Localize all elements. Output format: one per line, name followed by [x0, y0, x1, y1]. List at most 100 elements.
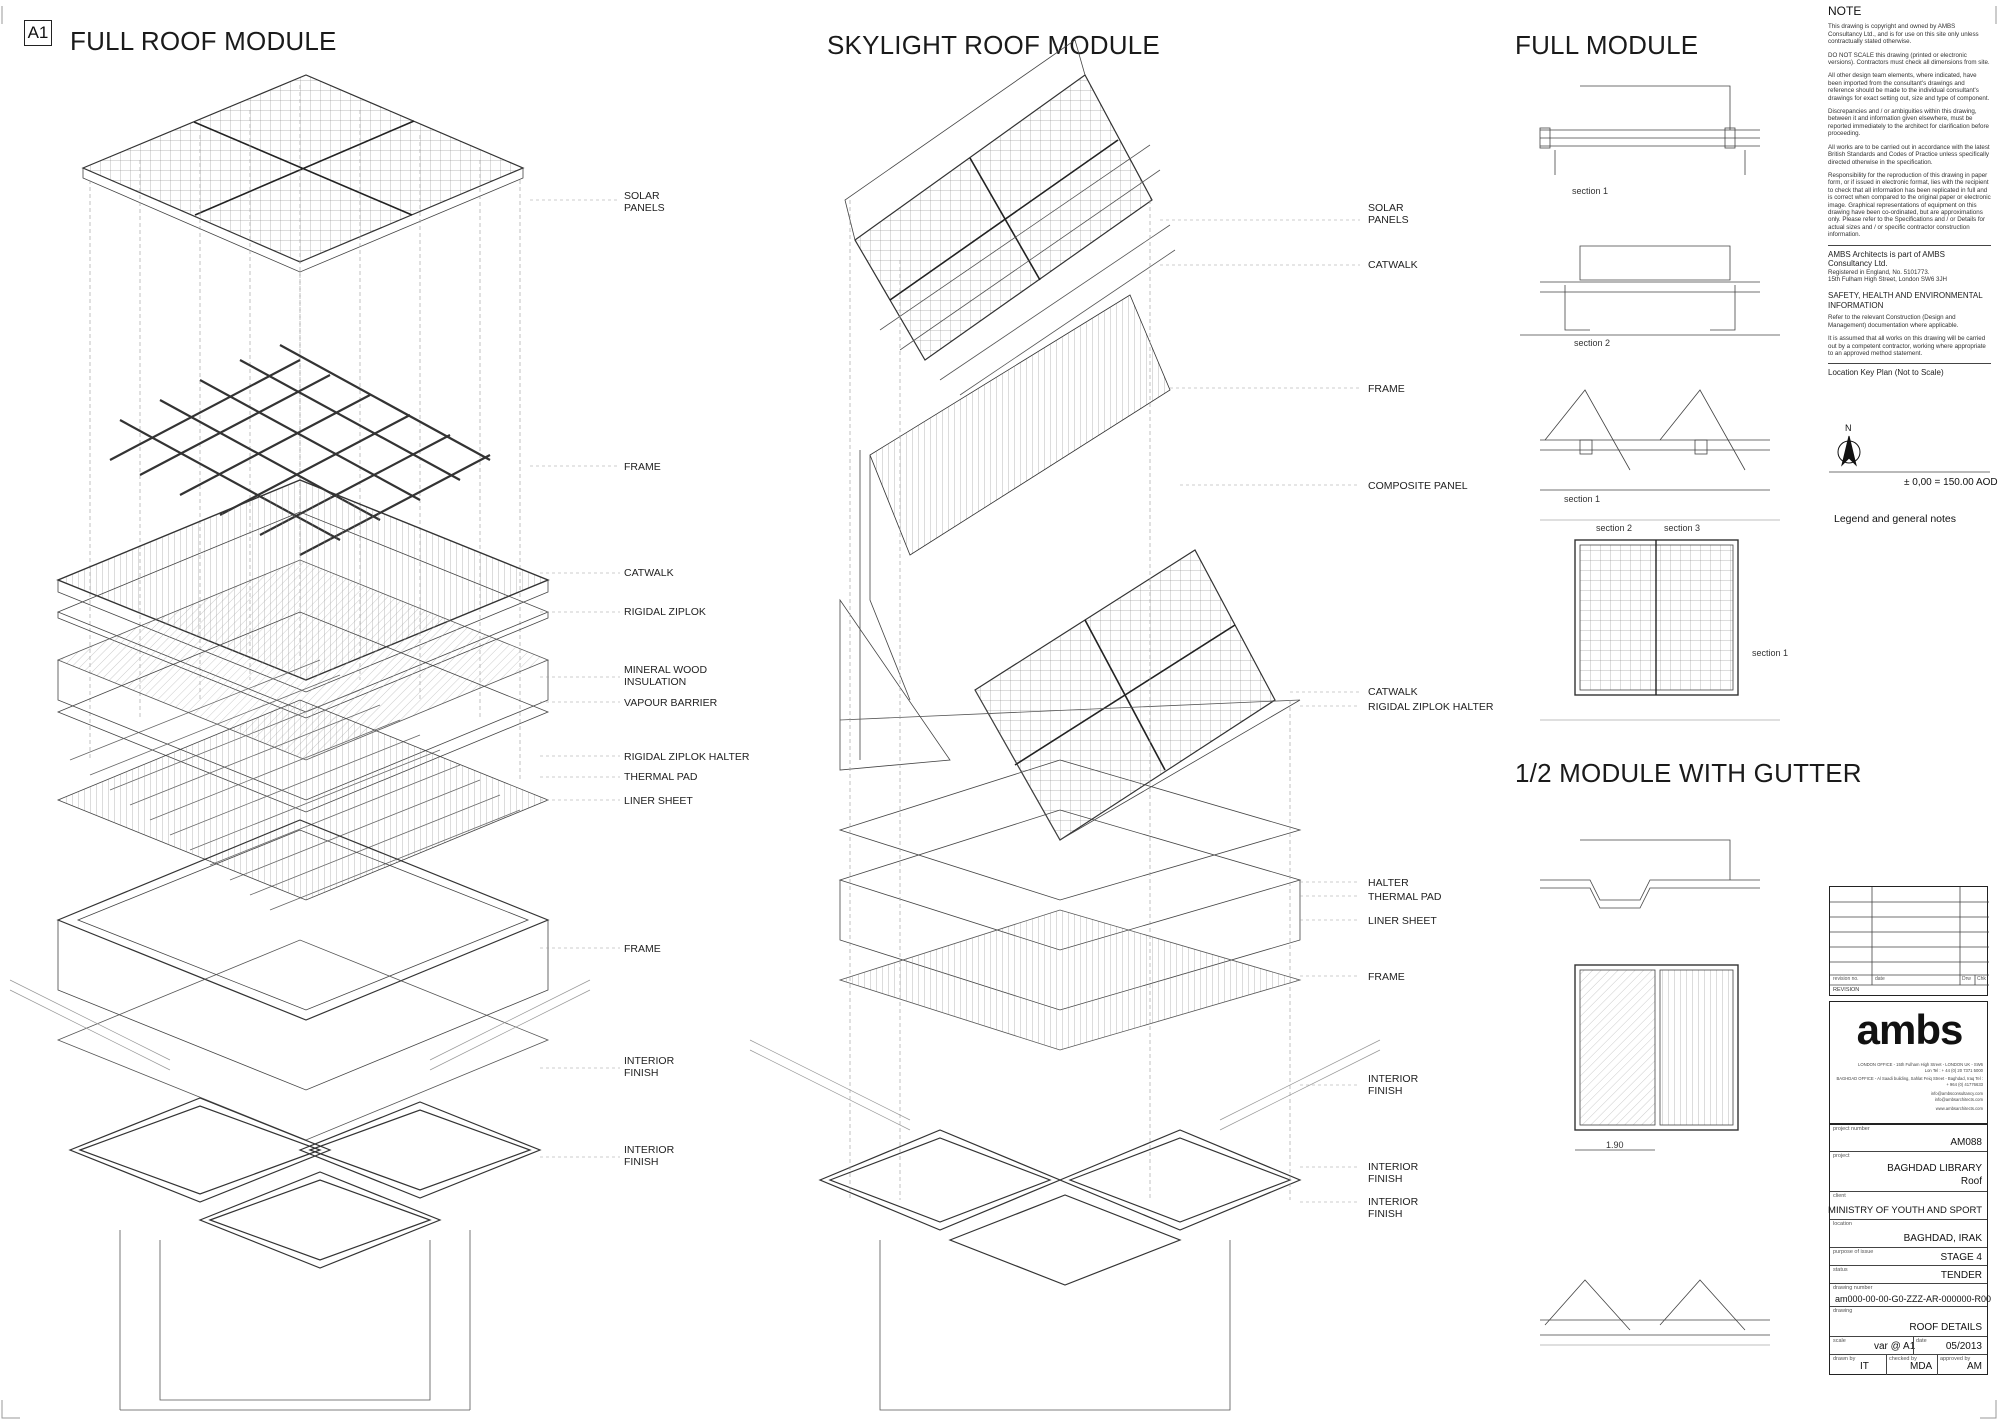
sky-label-rigidal-ziplok-halter: RIGIDAL ZIPLOK HALTER — [1368, 701, 1494, 713]
safety-note: It is assumed that all works on this dra… — [1828, 335, 1986, 357]
section-label: section 2 — [1574, 338, 1611, 348]
label-frame-lower: FRAME — [624, 943, 661, 955]
tb-value: TENDER — [1940, 1270, 1982, 1281]
company-box: ambs LONDON OFFICE - 15th Fulham High St… — [1829, 1001, 1988, 1124]
label-thermal-pad: THERMAL PAD — [624, 771, 698, 783]
company-line: AMBS Architects is part of AMBS Consulta… — [1828, 249, 1945, 269]
safety-heading: SAFETY, HEALTH AND ENVIRONMENTAL INFORMA… — [1828, 291, 1983, 310]
north-label: N — [1845, 423, 1852, 433]
sky-label-thermal-pad: THERMAL PAD — [1368, 891, 1442, 903]
drawn-by-value: IT — [1860, 1361, 1869, 1372]
email: info@ambsconsultancy.com — [1930, 1091, 1983, 1096]
key-plan-label: Location Key Plan (Not to Scale) — [1828, 368, 1944, 378]
sky-label-interior-finish-2: INTERIOR FINISH — [1368, 1161, 1419, 1185]
rev-col-drawn: Drw — [1962, 976, 1971, 982]
checked-by-value: MDA — [1910, 1361, 1933, 1372]
tb-key: location — [1833, 1221, 1852, 1227]
scale-value: var @ A1 — [1874, 1341, 1916, 1352]
sky-label-interior-finish-3: INTERIOR FINISH — [1368, 1196, 1419, 1220]
sky-label-liner-sheet: LINER SHEET — [1368, 915, 1437, 927]
note-paragraph: This drawing is copyright and owned by A… — [1828, 23, 1979, 46]
sky-label-composite-panel: COMPOSITE PANEL — [1368, 480, 1468, 492]
section-label: section 2 — [1596, 523, 1633, 533]
title-full-module: FULL MODULE — [1515, 30, 1699, 60]
label-vapour-barrier: VAPOUR BARRIER — [624, 697, 718, 709]
tb-row-drawing-number: drawing number am000-00-00-G0-ZZZ-AR-000… — [1830, 1283, 1991, 1306]
office-address: LONDON OFFICE - 15th Fulham High Street … — [1858, 1062, 1983, 1067]
title-block: project number AM088 project BAGHDAD LIB… — [1828, 1124, 1991, 1375]
tb-value: am000-00-00-G0-ZZZ-AR-000000-R00 — [1835, 1294, 1992, 1304]
tb-key: scale — [1833, 1338, 1846, 1344]
note-paragraph: All works are to be carried out in accor… — [1828, 143, 1990, 166]
note-paragraph: DO NOT SCALE this drawing (printed or el… — [1828, 51, 1990, 67]
label-catwalk: CATWALK — [624, 567, 674, 579]
notes-panel: NOTE This drawing is copyright and owned… — [1828, 4, 1991, 378]
company-address: 15th Fulham High Street, London SW6 3JH — [1828, 275, 1948, 283]
company-reg: Registered in England, No. 5101773. — [1828, 268, 1930, 276]
sky-label-halter: HALTER — [1368, 877, 1409, 889]
tb-row-signatures: drawn by IT checked by MDA approved by A… — [1830, 1354, 1987, 1375]
label-interior-finish: INTERIOR FINISH — [624, 1055, 675, 1079]
label-solar-panels: SOLAR PANELS — [624, 190, 665, 214]
tb-key: drawn by — [1833, 1356, 1856, 1362]
sky-label-solar-panels: SOLAR PANELS — [1368, 202, 1409, 226]
tb-key: status — [1833, 1267, 1848, 1273]
tb-key: date — [1916, 1338, 1927, 1344]
sheet-size-tag: A1 — [24, 20, 52, 46]
label-rigidal-ziplok-halter: RIGIDAL ZIPLOK HALTER — [624, 751, 750, 763]
revision-table: revision no. date Drw Chk REVISION — [1829, 886, 1989, 996]
tb-key: drawing — [1833, 1308, 1853, 1314]
sky-label-interior-finish: INTERIOR FINISH — [1368, 1073, 1419, 1097]
dimension-label: 1.90 — [1606, 1140, 1624, 1150]
section-label: section 3 — [1664, 523, 1701, 533]
tb-key: drawing number — [1833, 1285, 1873, 1291]
sky-label-frame-2: FRAME — [1368, 971, 1405, 983]
tb-value: BAGHDAD LIBRARY Roof — [1887, 1163, 1982, 1187]
tb-key: project — [1833, 1153, 1850, 1159]
note-paragraph: Discrepancies and / or ambiguities withi… — [1828, 108, 1989, 138]
ambs-logo: ambs — [1856, 1006, 1964, 1053]
note-paragraph: All other design team elements, where in… — [1828, 72, 1990, 102]
label-rigidal-ziplok: RIGIDAL ZIPLOK — [624, 606, 706, 618]
sky-label-frame: FRAME — [1368, 383, 1405, 395]
tb-value: AM088 — [1950, 1137, 1982, 1148]
note-paragraph: Responsibility for the reproduction of t… — [1828, 171, 1991, 239]
date-value: 05/2013 — [1945, 1341, 1982, 1352]
notes-heading: NOTE — [1828, 4, 1862, 18]
tb-row-scale-date: scale var @ A1 date 05/2013 — [1830, 1336, 1987, 1355]
sky-label-catwalk: CATWALK — [1368, 259, 1418, 271]
tb-value: STAGE 4 — [1940, 1252, 1983, 1263]
tb-row-project: project BAGHDAD LIBRARY Roof — [1830, 1151, 1987, 1191]
tb-key: project number — [1833, 1126, 1870, 1132]
tb-row-status: status TENDER — [1830, 1265, 1987, 1283]
tb-key: checked by — [1889, 1356, 1917, 1362]
label-mineral-wood-insulation: MINERAL WOOD INSULATION — [624, 664, 708, 688]
website: www.ambsarchitects.com — [1935, 1106, 1983, 1111]
approved-by-value: AM — [1967, 1361, 1982, 1372]
sky-label-catwalk-2: CATWALK — [1368, 686, 1418, 698]
tb-row-purpose: purpose of issue STAGE 4 — [1830, 1247, 1987, 1265]
tb-row-location: location BAGHDAD, IRAK — [1830, 1219, 1987, 1247]
title-full-roof-module: FULL ROOF MODULE — [70, 26, 337, 56]
tb-row-client: client MINISTRY OF YOUTH AND SPORT — [1828, 1191, 1987, 1219]
section-label: section 1 — [1752, 648, 1789, 658]
section-label: section 1 — [1564, 494, 1601, 504]
safety-note: Refer to the relevant Construction (Desi… — [1828, 314, 1959, 329]
label-frame: FRAME — [624, 461, 661, 473]
tb-value: ROOF DETAILS — [1909, 1322, 1982, 1333]
aod-datum: ± 0,00 = 150.00 AOD — [1904, 477, 1998, 488]
rev-col-date: date — [1875, 976, 1885, 982]
tb-value: BAGHDAD, IRAK — [1903, 1233, 1982, 1244]
tb-row-drawing: drawing ROOF DETAILS — [1830, 1306, 1987, 1336]
tb-key: client — [1833, 1193, 1846, 1199]
revision-label: REVISION — [1833, 987, 1860, 993]
rev-col-checked: Chk — [1977, 976, 1986, 982]
section-label: section 1 — [1572, 186, 1609, 196]
title-skylight-roof-module: SKYLIGHT ROOF MODULE — [827, 30, 1160, 60]
label-interior-finish-2: INTERIOR FINISH — [624, 1144, 675, 1168]
label-liner-sheet: LINER SHEET — [624, 795, 693, 807]
title-half-module-gutter: 1/2 MODULE WITH GUTTER — [1515, 758, 1862, 788]
tb-key: purpose of issue — [1833, 1249, 1874, 1255]
tb-row-project-number: project number AM088 — [1830, 1125, 1987, 1151]
